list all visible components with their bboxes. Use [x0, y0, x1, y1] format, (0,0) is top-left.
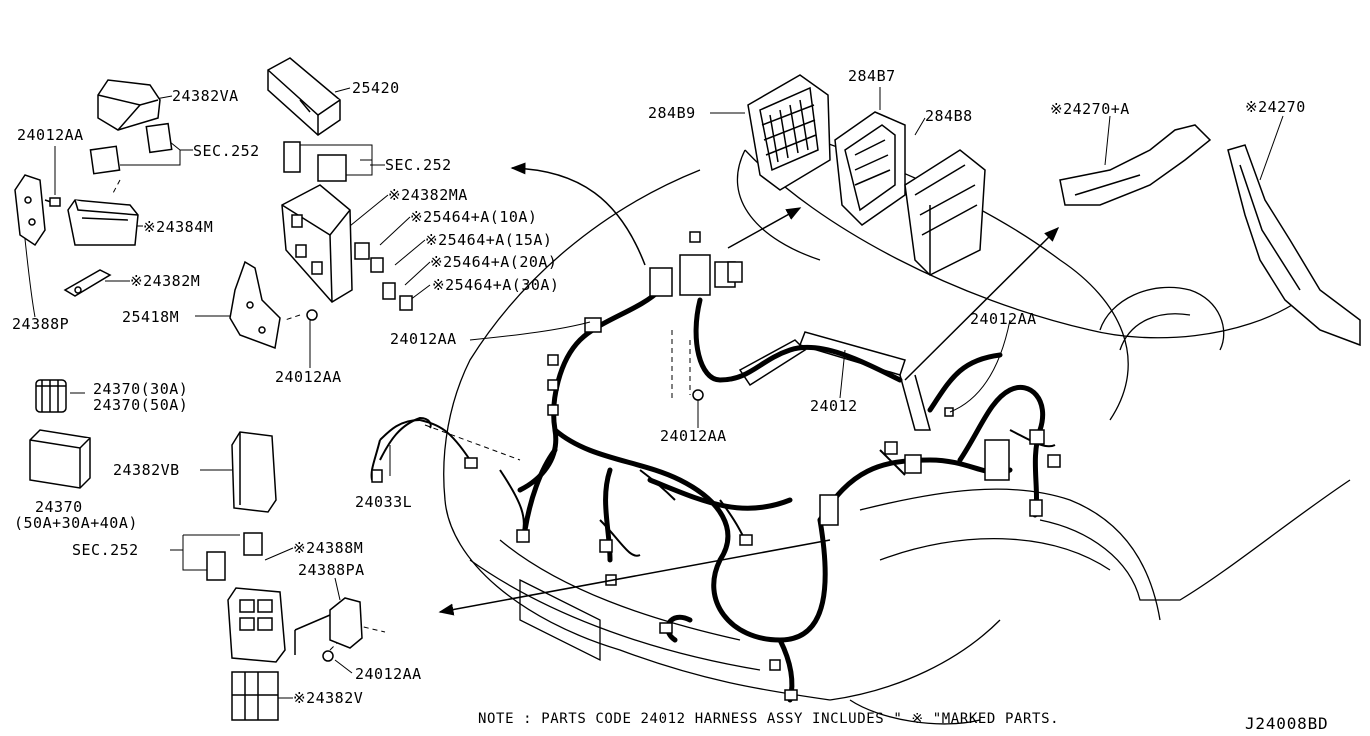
component-bracket-24270 — [1227, 144, 1361, 347]
label-24370: 24370 — [35, 498, 83, 516]
label-24012AA-top-left: 24012AA — [17, 126, 84, 144]
label-24012AA-harness-bolt: 24012AA — [390, 330, 457, 348]
label-25464-20A: ※25464+A(20A) — [430, 253, 558, 271]
label-25418M: 25418M — [122, 308, 180, 326]
label-24388PA: 24388PA — [298, 561, 365, 579]
label-24382MA: ※24382MA — [388, 186, 468, 204]
component-fusible-link-24370 — [35, 379, 67, 413]
parts-note: NOTE : PARTS CODE 24012 HARNESS ASSY INC… — [478, 711, 1060, 727]
main-harness-24012 — [517, 287, 1046, 703]
label-24012AA-mid-left: 24012AA — [275, 368, 342, 386]
component-bracket-25418M — [229, 260, 281, 350]
label-284B8: 284B8 — [925, 107, 973, 125]
label-24388M: ※24388M — [293, 539, 364, 557]
label-25420: 25420 — [352, 79, 400, 97]
component-fusible-link-24370-combo — [29, 429, 91, 489]
component-bolt-24012AA — [306, 309, 704, 662]
component-bracket-24270A — [1059, 124, 1212, 206]
component-fuses-25464 — [354, 242, 413, 311]
component-fuse-block-cover-24382VA — [97, 79, 161, 131]
harness-connectors — [371, 231, 1061, 701]
label-sec252-a: SEC.252 — [193, 142, 260, 160]
label-24382VB: 24382VB — [113, 461, 180, 479]
vehicle-body-outline — [443, 119, 1351, 725]
label-24270A: ※24270+A — [1050, 100, 1130, 118]
component-relays-lower — [206, 532, 263, 581]
label-24382VA: 24382VA — [172, 87, 239, 105]
label-sec252-c: SEC.252 — [72, 541, 139, 559]
component-cover-24382VB — [231, 431, 277, 513]
label-284B7: 284B7 — [848, 67, 896, 85]
component-fusible-link-cover-25420 — [267, 57, 341, 136]
component-fuse-24382M — [63, 269, 112, 297]
label-25464-30A: ※25464+A(30A) — [432, 276, 560, 294]
component-bracket-24388P — [14, 174, 61, 247]
component-ipdm-box-24382MA — [281, 184, 353, 303]
sub-harness-24033L — [379, 416, 432, 461]
label-24370-30A: 24370(30A) — [93, 380, 189, 398]
component-relays-left — [89, 122, 347, 182]
component-module-284B8 — [904, 149, 986, 276]
dashed-leaders — [111, 179, 691, 651]
label-284B9: 284B9 — [648, 104, 696, 122]
label-24370-50A: 24370(50A) — [93, 396, 189, 414]
label-24384M: ※24384M — [143, 218, 214, 236]
component-relay-box-24388M — [227, 587, 286, 663]
label-24382M: ※24382M — [130, 272, 201, 290]
drawing-code: J24008BD — [1245, 714, 1329, 733]
label-24012AA-bottom-left: 24012AA — [355, 665, 422, 683]
label-24388P: 24388P — [12, 315, 70, 333]
component-fuse-block-24382V — [231, 671, 279, 721]
label-24012AA-center: 24012AA — [660, 427, 727, 445]
component-bracket-24388PA — [294, 597, 363, 655]
component-fuse-block-284B9 — [747, 74, 831, 191]
label-25464-10A: ※25464+A(10A) — [410, 208, 538, 226]
label-24012: 24012 — [810, 397, 858, 415]
label-25464-15A: ※25464+A(15A) — [425, 231, 553, 249]
label-24370-combo: (50A+30A+40A) — [14, 514, 138, 532]
label-24270: ※24270 — [1245, 98, 1306, 116]
label-sec252-b: SEC.252 — [385, 156, 452, 174]
harness-sleeve — [738, 331, 931, 431]
component-relay-box-24384M — [67, 199, 139, 246]
direction-arrows — [438, 162, 1060, 616]
label-24382V: ※24382V — [293, 689, 364, 707]
label-24012AA-right: 24012AA — [970, 310, 1037, 328]
component-fuse-block-284B7 — [834, 111, 906, 226]
label-24033L: 24033L — [355, 493, 413, 511]
